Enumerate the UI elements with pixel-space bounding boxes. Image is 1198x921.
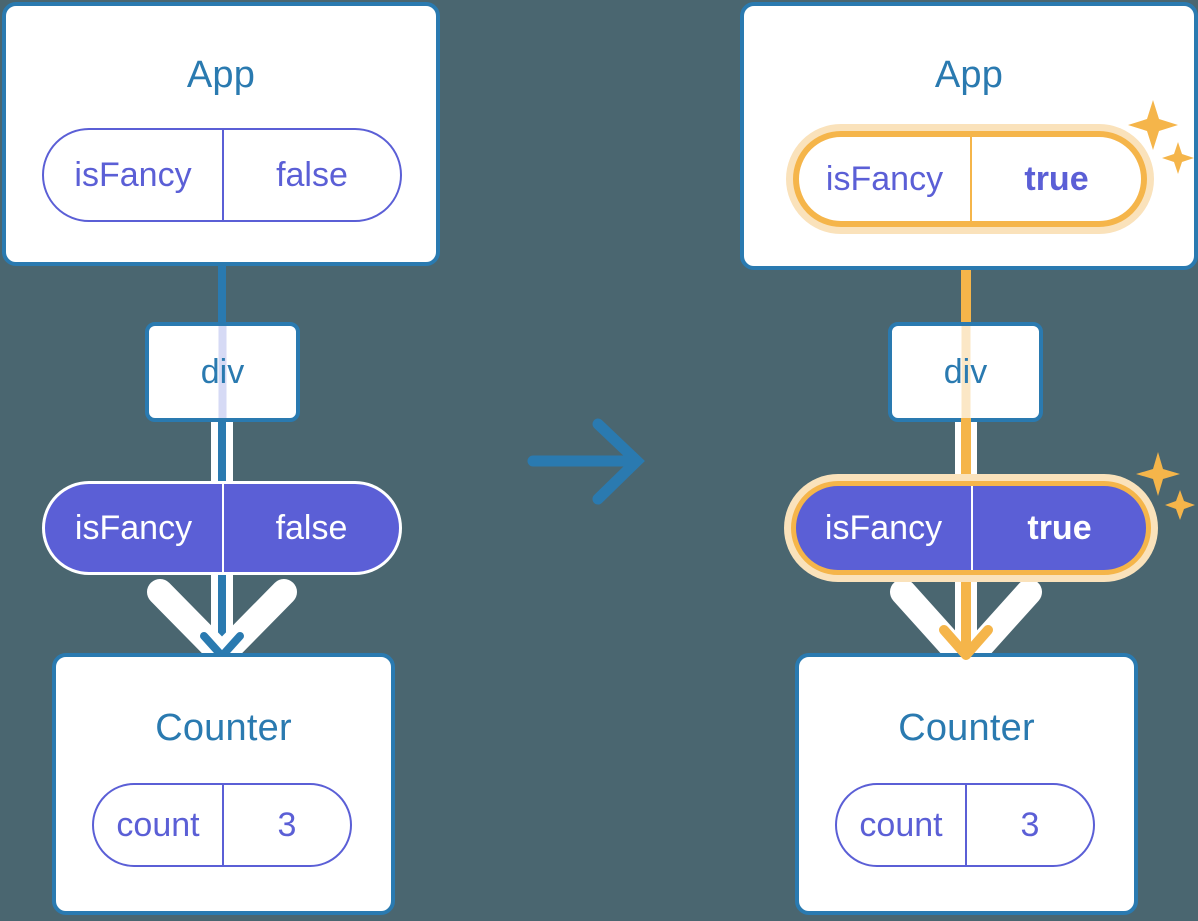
arrow-right-icon: [527, 418, 645, 505]
after-prop-value: true: [971, 486, 1146, 570]
before-app-state-key: isFancy: [74, 155, 192, 194]
after-counter-title: Counter: [898, 707, 1035, 749]
before-app-state-pill[interactable]: isFancy false: [42, 128, 402, 222]
before-div-label: div: [200, 352, 245, 391]
after-app-state-key: isFancy: [825, 159, 944, 198]
after-counter-state-key: count: [859, 805, 943, 844]
before-counter-state-key: count: [116, 805, 200, 844]
arrowhead-orange-after: [939, 625, 993, 660]
after-div-label: div: [943, 352, 988, 391]
after-app-state-value: true: [970, 137, 1141, 221]
after-counter-state-value: 3: [965, 785, 1093, 865]
before-div-box: div: [145, 322, 300, 422]
before-counter-state-pill[interactable]: count 3: [92, 783, 352, 867]
before-app-state-value: false: [222, 130, 400, 220]
before-counter-state-value: 3: [222, 785, 350, 865]
after-prop-pill[interactable]: isFancy true: [791, 481, 1151, 575]
before-prop-pill[interactable]: isFancy false: [42, 481, 402, 575]
after-div-box: div: [888, 322, 1043, 422]
before-prop-key: isFancy: [74, 508, 193, 547]
after-counter-state-pill[interactable]: count 3: [835, 783, 1095, 867]
before-counter-title: Counter: [155, 707, 292, 749]
after-div-inner-wire: [961, 326, 971, 418]
after-app-state-pill[interactable]: isFancy true: [793, 131, 1147, 227]
after-app-title: App: [934, 54, 1004, 96]
before-app-title: App: [186, 54, 256, 96]
after-prop-key: isFancy: [824, 508, 943, 547]
before-prop-value: false: [222, 484, 399, 572]
before-div-inner-wire: [218, 326, 227, 418]
